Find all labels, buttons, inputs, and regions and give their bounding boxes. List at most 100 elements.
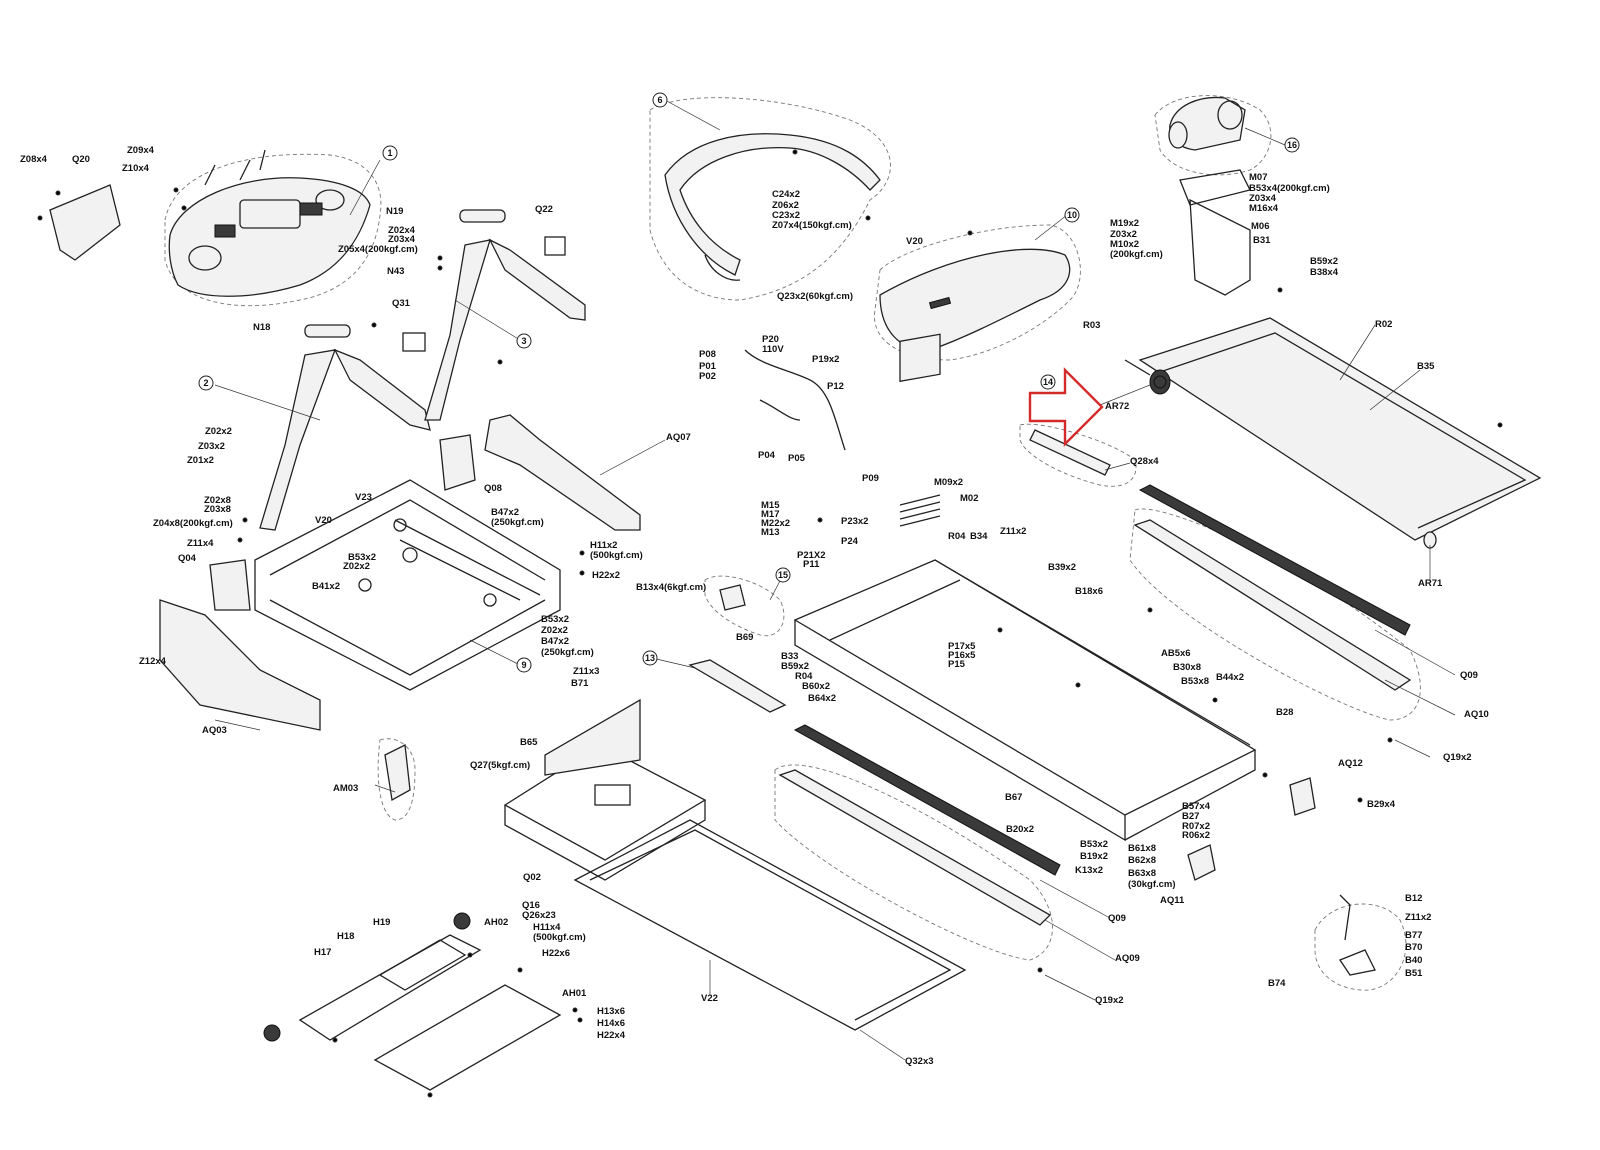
part-label: N18 <box>253 322 270 333</box>
part-label: B34 <box>970 531 988 542</box>
part-label: H19 <box>373 917 390 928</box>
part-label: Z12x4 <box>139 656 167 667</box>
part-label: H22x6 <box>542 948 570 959</box>
part-label: (250kgf.cm) <box>541 647 594 658</box>
part-label: Z11x2 <box>1405 912 1431 923</box>
part-label: C23x2 <box>772 210 800 221</box>
part-label: AQ07 <box>666 432 691 443</box>
part-label: B47x2 <box>541 636 569 647</box>
svg-text:10: 10 <box>1067 210 1077 220</box>
callout-1: 1 <box>382 145 398 161</box>
part-label: (250kgf.cm) <box>491 517 544 528</box>
part-label: AQ12 <box>1338 758 1363 769</box>
part-label: Z03x8 <box>204 504 231 515</box>
part-label: B44x2 <box>1216 672 1244 683</box>
part-label: Q02 <box>523 872 541 883</box>
part-label: (500kgf.cm) <box>590 550 643 561</box>
part-label: R04 <box>948 531 966 542</box>
part-label: Q08 <box>484 483 502 494</box>
part-label: (200kgf.cm) <box>1110 249 1163 260</box>
part-label: B59x2 <box>1310 256 1338 267</box>
part-label: B77 <box>1405 930 1422 941</box>
part-label: Q09 <box>1108 913 1126 924</box>
part-label: AM03 <box>333 783 358 794</box>
part-shapes <box>49 96 1542 1091</box>
part-label: V23 <box>355 492 372 503</box>
callout-10: 10 <box>1064 207 1080 223</box>
part-label: B67 <box>1005 792 1022 803</box>
callout-2: 2 <box>198 375 214 391</box>
svg-text:9: 9 <box>521 660 526 670</box>
part-label: V20 <box>906 236 923 247</box>
part-label: Q28x4 <box>1130 456 1159 467</box>
part-label: AQ03 <box>202 725 227 736</box>
callout-14: 14 <box>1040 374 1056 390</box>
part-label: B63x8 <box>1128 868 1156 879</box>
part-label: P16x5 <box>948 650 976 661</box>
part-labels: Z08x4 Q20 Z09x4 Z10x4 N19 Z02x4 Z03x4 Z0… <box>20 145 1489 1067</box>
part-label: B69 <box>736 632 753 643</box>
part-label: B70 <box>1405 942 1422 953</box>
part-label: Q26x23 <box>522 910 556 921</box>
part-label: Z08x4 <box>20 154 48 165</box>
part-label: M06 <box>1251 221 1269 232</box>
part-label: M09x2 <box>934 477 963 488</box>
part-label: M02 <box>960 493 978 504</box>
callout-16: 16 <box>1284 137 1300 153</box>
part-label: AR72 <box>1105 401 1129 412</box>
part-label: Q09 <box>1460 670 1478 681</box>
part-label: 110V <box>762 344 784 355</box>
highlight-arrow <box>1028 367 1104 447</box>
part-label: Z06x2 <box>772 200 799 211</box>
part-label: (500kgf.cm) <box>533 932 586 943</box>
part-label: Z02x2 <box>205 426 232 437</box>
part-label: H11x4 <box>533 922 561 933</box>
leader-lines <box>214 99 1456 1061</box>
part-label: B39x2 <box>1048 562 1076 573</box>
part-label: B53x8 <box>1181 676 1209 687</box>
part-label: Z11x2 <box>1000 526 1026 537</box>
callout-6: 6 <box>652 92 668 108</box>
part-label: B31 <box>1253 235 1271 246</box>
part-label: AB5x6 <box>1161 648 1191 659</box>
part-label: B18x6 <box>1075 586 1103 597</box>
part-label: AQ11 <box>1160 895 1185 906</box>
part-label: B33 <box>781 651 798 662</box>
part-label: B51 <box>1405 968 1423 979</box>
part-label: H11x2 <box>590 540 617 551</box>
part-label: M10x2 <box>1110 239 1139 250</box>
part-label: P23x2 <box>841 516 868 527</box>
part-label: N43 <box>387 266 404 277</box>
part-label: P04 <box>758 450 776 461</box>
part-label: R03 <box>1083 320 1100 331</box>
part-label: M17 <box>761 509 779 520</box>
part-label: Z02x2 <box>541 625 568 636</box>
part-label: B12 <box>1405 893 1422 904</box>
part-label: P09 <box>862 473 879 484</box>
part-label: R06x2 <box>1182 830 1210 841</box>
part-label: V20 <box>315 515 332 526</box>
part-label: B29x4 <box>1367 799 1396 810</box>
part-label: B40 <box>1405 955 1422 966</box>
part-label: B65 <box>520 737 538 748</box>
part-label: B64x2 <box>808 693 836 704</box>
part-label: M07 <box>1249 172 1267 183</box>
part-label: R02 <box>1375 319 1392 330</box>
callout-bubbles: 1 2 3 6 9 10 13 14 15 16 <box>198 92 1300 673</box>
part-label: P15 <box>948 659 966 670</box>
part-label: R04 <box>795 671 813 682</box>
part-label: Z02x4 <box>388 225 416 236</box>
part-label: Z09x4 <box>127 145 155 156</box>
part-label: H18 <box>337 931 354 942</box>
part-label: B74 <box>1268 978 1286 989</box>
part-label: B53x2 <box>348 552 376 563</box>
part-label: Z03x4 <box>388 234 416 245</box>
part-label: B53x2 <box>541 614 569 625</box>
svg-text:15: 15 <box>778 570 788 580</box>
part-label: Q27(5kgf.cm) <box>470 760 530 771</box>
part-label: AH01 <box>562 988 587 999</box>
part-label: P24 <box>841 536 859 547</box>
part-label: Z01x2 <box>187 455 214 466</box>
part-label: M13 <box>761 527 779 538</box>
